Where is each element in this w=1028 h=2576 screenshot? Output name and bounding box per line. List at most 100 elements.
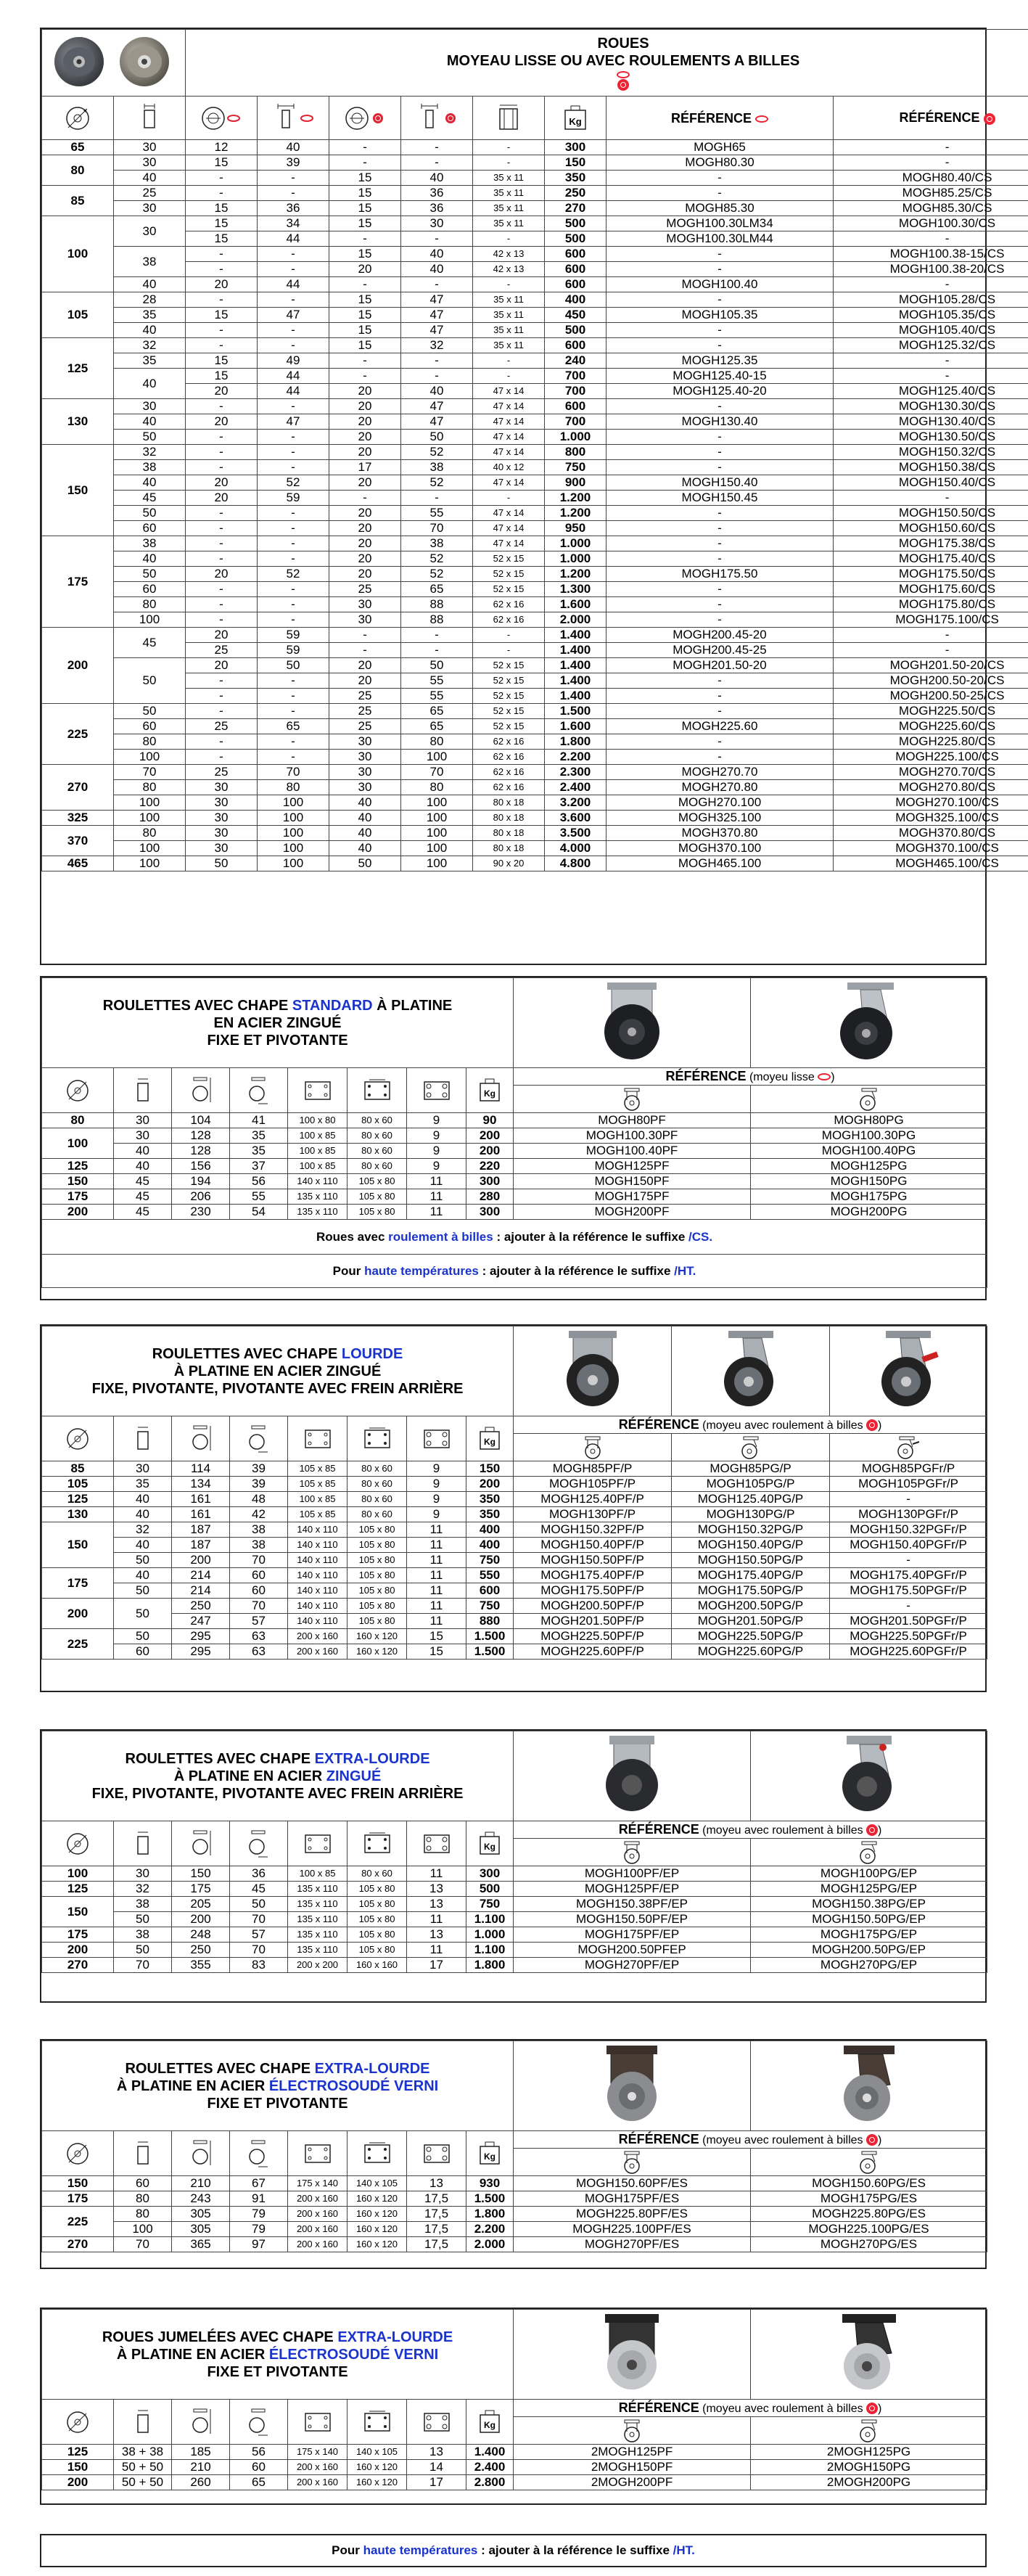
hub-bore-lisse: - <box>185 673 258 689</box>
bearing-dimensions: 80 x 18 <box>472 810 545 826</box>
reference-lisse: MOGH175.50 <box>606 566 834 582</box>
reference-swivel: MOGH225.60PG/P <box>671 1644 831 1660</box>
reference-bearing: - <box>832 276 1028 292</box>
load-capacity: 2.000 <box>544 612 606 628</box>
wheel-diameter: 150 <box>41 1173 114 1189</box>
bolt-hole: 17,5 <box>406 2236 466 2252</box>
ref-lisse-header: RÉFÉRENCE <box>606 96 834 140</box>
hub-bore-lisse: 30 <box>185 795 258 811</box>
wheel-diameter: 125 <box>41 1491 114 1507</box>
swivel-caster-icon <box>750 1085 988 1113</box>
load-capacity: 300 <box>465 1204 514 1220</box>
load-capacity: 350 <box>465 1506 514 1522</box>
bearing-dimensions: 80 x 18 <box>472 840 545 856</box>
fixed-caster-icon <box>513 1433 673 1461</box>
plate-size: 140 x 110 <box>287 1552 348 1568</box>
overall-height: 243 <box>171 2191 230 2207</box>
wheel-diameter: 100 <box>41 216 114 292</box>
load-capacity: 600 <box>465 1583 514 1599</box>
caster-swivel-photo <box>750 2040 987 2131</box>
reference-bearing: - <box>832 490 1028 506</box>
wheel-width: 38 <box>113 1927 172 1943</box>
reference-fixed: MOGH150.50PF/EP <box>513 1911 752 1927</box>
extra-zingue-title-cell: ROULETTES AVEC CHAPE EXTRA-LOURDE À PLAT… <box>41 1731 514 1821</box>
overall-height: 161 <box>171 1506 230 1522</box>
load-capacity: 750 <box>544 459 606 475</box>
wheel-diameter: 370 <box>41 825 114 856</box>
hub-bore-bearing: 20 <box>329 429 401 445</box>
hub-length-lisse: - <box>257 444 329 460</box>
hub-bore-bearing: 40 <box>329 795 401 811</box>
overall-height: 248 <box>171 1927 230 1943</box>
reference-swivel: MOGH270PG/ES <box>750 2236 987 2252</box>
plate-size-icon <box>287 2130 348 2176</box>
reference-fixed: MOGH175.40PF/P <box>513 1567 673 1583</box>
reference-swivel: MOGH150.40PG/P <box>671 1537 831 1553</box>
reference-bearing: MOGH465.100/CS <box>832 856 1028 871</box>
hole-spacing: 80 x 60 <box>347 1128 407 1144</box>
reference-lisse: - <box>606 292 834 308</box>
overall-height: 114 <box>171 1461 230 1477</box>
overall-height: 206 <box>171 1189 230 1205</box>
reference-lisse: MOGH201.50-20 <box>606 657 834 673</box>
hub-length-lisse: - <box>257 185 329 201</box>
wheel-width: 60 <box>113 520 186 536</box>
hub-length-bearing: 55 <box>400 505 473 521</box>
bolt-hole: 9 <box>406 1476 466 1492</box>
reference-bearing: - <box>832 139 1028 155</box>
load-capacity: 2.300 <box>544 764 606 780</box>
plate-size: 175 x 140 <box>287 2175 348 2191</box>
bolt-hole-icon <box>406 2130 466 2176</box>
hub-length-bearing: 52 <box>400 566 473 582</box>
bolt-hole: 11 <box>406 1189 466 1205</box>
load-capacity: 2.200 <box>466 2221 514 2237</box>
hub-length-bearing: 50 <box>400 429 473 445</box>
plate-size: 105 x 85 <box>287 1476 348 1492</box>
bolt-hole: 9 <box>406 1128 466 1144</box>
wheel-width: 100 <box>113 795 186 811</box>
wheel-diameter: 65 <box>41 139 114 155</box>
offset: 55 <box>229 1189 288 1205</box>
reference-swivel: MOGH130PG/P <box>671 1506 831 1522</box>
bearing-dimensions: - <box>472 276 545 292</box>
wheel-diameter: 200 <box>41 627 114 704</box>
hub-bore-bearing: 15 <box>329 292 401 308</box>
hub-bore-bearing: 20 <box>329 398 401 414</box>
wheel-width-icon <box>113 1416 172 1461</box>
hub-bore-bearing: 40 <box>329 825 401 841</box>
reference-lisse: MOGH100.30LM34 <box>606 216 834 231</box>
overall-height: 365 <box>171 2236 230 2252</box>
wheel-width: 45 <box>113 1204 172 1220</box>
twin-caster-fixed-photo <box>513 2309 752 2400</box>
svg-text:Kg: Kg <box>484 1437 496 1447</box>
hole-spacing: 105 x 80 <box>347 1189 407 1205</box>
standard-material: EN ACIER ZINGUÉ <box>213 1014 342 1031</box>
standard-table: ROULETTES AVEC CHAPE STANDARD À PLATINE … <box>41 977 988 1288</box>
bolt-hole: 9 <box>406 1491 466 1507</box>
load-capacity: 900 <box>544 475 606 491</box>
hub-length-bearing: 32 <box>400 337 473 353</box>
load-capacity: 500 <box>544 231 606 247</box>
hub-length-lisse: - <box>257 688 329 704</box>
wheel-width: 35 <box>113 353 186 369</box>
overall-height: 200 <box>171 1552 230 1568</box>
load-weight-icon: Kg <box>466 2130 514 2176</box>
caster-fixed-photo <box>513 2040 751 2131</box>
load-capacity: 700 <box>544 414 606 430</box>
hub-length-lisse: - <box>257 703 329 719</box>
bolt-hole: 9 <box>406 1112 466 1128</box>
plate-size: 100 x 85 <box>287 1866 348 1882</box>
wheel-width: 50 <box>113 1628 172 1644</box>
hub-bore-bearing: 25 <box>329 581 401 597</box>
